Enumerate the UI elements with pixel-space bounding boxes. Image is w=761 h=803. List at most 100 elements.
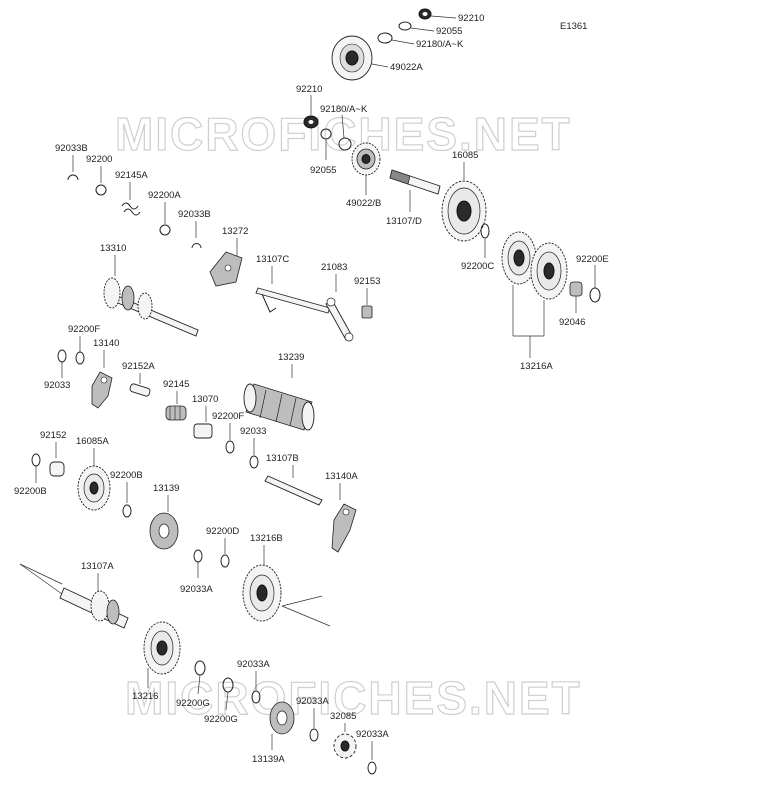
part-92153-bolt[interactable] (361, 305, 373, 319)
part-13070-pin[interactable] (193, 423, 213, 439)
label-13310: 13310 (100, 243, 126, 254)
part-92210-mid[interactable] (303, 115, 319, 129)
label-92180-mid: 92180/A~K (320, 104, 368, 115)
label-92200b-2: 92200B (110, 470, 143, 481)
label-13070: 13070 (192, 394, 218, 405)
diagram-code: E1361 (560, 21, 587, 32)
label-92180-top: 92180/A~K (416, 39, 464, 50)
label-13272: 13272 (222, 226, 248, 237)
part-13216b-gear[interactable] (242, 564, 282, 622)
pointer-13216b (281, 595, 331, 627)
part-92033a-circlip-2[interactable] (251, 690, 261, 704)
label-92200a: 92200A (148, 190, 181, 201)
part-49022a-dish[interactable] (331, 35, 373, 81)
part-13107a-shaft[interactable] (59, 587, 129, 629)
label-13216: 13216 (132, 691, 158, 702)
part-49022b-gear[interactable] (351, 142, 381, 176)
label-16085a: 16085A (76, 436, 109, 447)
label-92210-mid: 92210 (296, 84, 322, 95)
label-13140a: 13140A (325, 471, 358, 482)
part-92033b-circlip-2[interactable] (191, 243, 202, 249)
label-13239: 13239 (278, 352, 304, 363)
part-16085a-gear[interactable] (77, 465, 111, 511)
label-92033-1: 92033 (44, 380, 70, 391)
part-92210-top[interactable] (418, 8, 432, 20)
part-13139a-gear[interactable] (269, 701, 295, 735)
label-92033-2: 92033 (240, 426, 266, 437)
part-13140a-fork[interactable] (331, 503, 357, 553)
part-92033-circlip-1[interactable] (57, 349, 67, 363)
label-92200c: 92200C (461, 261, 494, 272)
label-13139a: 13139A (252, 754, 285, 765)
part-92152-collar[interactable] (49, 461, 65, 477)
label-32085: 32085 (330, 711, 356, 722)
part-32085-sprocket[interactable] (333, 733, 357, 759)
part-92033b-circlip-1[interactable] (67, 174, 79, 181)
part-92033a-circlip-4[interactable] (367, 761, 377, 775)
label-21083: 21083 (321, 262, 347, 273)
label-13140: 13140 (93, 338, 119, 349)
part-92046-bearing[interactable] (569, 281, 583, 297)
part-13107d-shaft[interactable] (389, 169, 441, 195)
label-92033b-2: 92033B (178, 209, 211, 220)
part-13140-fork[interactable] (91, 371, 113, 409)
label-13107b: 13107B (266, 453, 299, 464)
label-92152a: 92152A (122, 361, 155, 372)
part-16085-gear[interactable] (441, 180, 487, 242)
part-92145-spring[interactable] (165, 405, 187, 421)
label-13107d: 13107/D (386, 216, 422, 227)
part-21083-arm[interactable] (325, 297, 354, 342)
part-13216a-gear-1[interactable] (501, 231, 537, 285)
label-13139: 13139 (153, 483, 179, 494)
part-92200a-washer[interactable] (159, 224, 171, 236)
part-92200f-washer-2[interactable] (225, 440, 235, 454)
part-13139-gear[interactable] (149, 512, 179, 550)
part-92200-washer[interactable] (95, 184, 107, 196)
label-92200e: 92200E (576, 254, 609, 265)
label-92200f-2: 92200F (212, 411, 244, 422)
part-13107b-shaft[interactable] (264, 475, 323, 506)
part-92180-top[interactable] (377, 32, 393, 44)
label-92200f-1: 92200F (68, 324, 100, 335)
part-13216a-gear-2[interactable] (530, 242, 568, 300)
label-92200g-2: 92200G (204, 714, 238, 725)
label-92033a-2: 92033A (237, 659, 270, 670)
label-92145: 92145 (163, 379, 189, 390)
part-13310-shaft[interactable] (103, 277, 199, 337)
part-92180-mid[interactable] (338, 137, 352, 151)
part-92152a-collar[interactable] (129, 383, 151, 397)
part-13272-plate[interactable] (209, 251, 243, 287)
label-13216a: 13216A (520, 361, 553, 372)
part-13239-shift-drum[interactable] (243, 383, 315, 431)
part-92200f-washer-1[interactable] (75, 351, 85, 365)
label-92200g-1: 92200G (176, 698, 210, 709)
part-92033a-circlip-3[interactable] (309, 728, 319, 742)
label-92033a-3: 92033A (296, 696, 329, 707)
label-92200b-1: 92200B (14, 486, 47, 497)
label-49022a: 49022A (390, 62, 423, 73)
label-92153: 92153 (354, 276, 380, 287)
label-13216b: 13216B (250, 533, 283, 544)
part-92200e-washer[interactable] (589, 287, 601, 303)
part-13107c-shaft[interactable] (255, 287, 331, 314)
label-92200: 92200 (86, 154, 112, 165)
part-92200c-washer[interactable] (480, 223, 490, 239)
label-13107a: 13107A (81, 561, 114, 572)
label-92046: 92046 (559, 317, 585, 328)
label-92152: 92152 (40, 430, 66, 441)
label-49022b: 49022/B (346, 198, 381, 209)
label-92200d: 92200D (206, 526, 239, 537)
part-92055-mid[interactable] (320, 128, 332, 140)
part-13216-gear[interactable] (143, 621, 181, 675)
part-92055-top[interactable] (398, 21, 412, 31)
part-92200b-washer-1[interactable] (31, 453, 41, 467)
label-13107c: 13107C (256, 254, 289, 265)
part-92145a-spring[interactable] (121, 202, 141, 216)
part-92033-circlip-2[interactable] (249, 455, 259, 469)
part-92200b-washer-2[interactable] (122, 504, 132, 518)
part-92033a-circlip-1[interactable] (193, 549, 203, 563)
label-92033a-1: 92033A (180, 584, 213, 595)
part-92200d-washer[interactable] (220, 554, 230, 568)
